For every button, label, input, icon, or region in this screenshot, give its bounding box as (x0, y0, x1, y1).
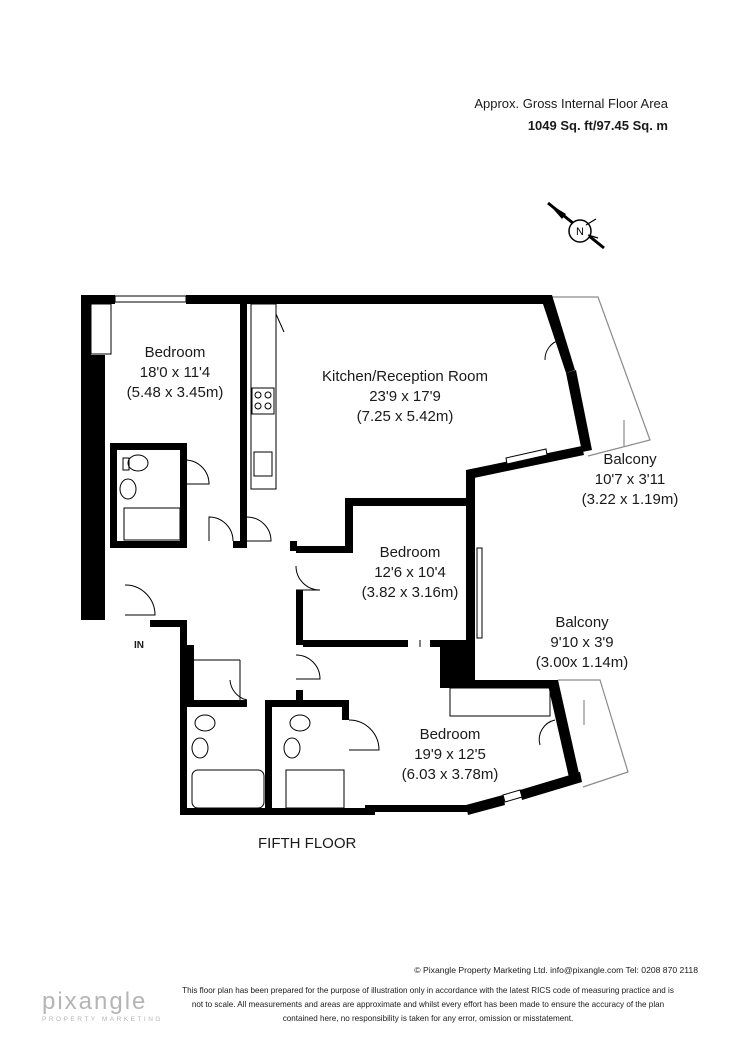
balcony-outline-upper (548, 296, 651, 457)
room-name: Bedroom (419, 726, 481, 743)
room-size-imperial: 18'0 x 11'4 (139, 364, 211, 381)
logo-tagline: PROPERTY MARKETING (42, 1016, 163, 1023)
room-size-metric: (3.00x 1.14m) (535, 654, 629, 671)
doors (124, 339, 561, 751)
room-name: Balcony (603, 451, 657, 468)
room-balcony-1: Balcony 10'7 x 3'11 (3.22 x 1.19m) (570, 450, 690, 510)
room-kitchen-reception: Kitchen/Reception Room 23'9 x 17'9 (7.25… (300, 367, 510, 427)
footer-copyright: © Pixangle Property Marketing Ltd. info@… (414, 965, 698, 975)
bathroom-fixtures (90, 303, 551, 809)
walls (81, 295, 592, 815)
entrance-label: IN (134, 640, 144, 651)
balcony-outline-lower (558, 679, 629, 788)
room-balcony-2: Balcony 9'10 x 3'9 (3.00x 1.14m) (522, 613, 642, 673)
disclaimer-line-2: not to scale. All measurements and areas… (191, 1000, 665, 1009)
room-size-imperial: 23'9 x 17'9 (369, 388, 441, 405)
room-size-imperial: 12'6 x 10'4 (374, 564, 446, 581)
room-name: Kitchen/Reception Room (322, 368, 488, 385)
windows (114, 295, 548, 803)
room-size-metric: (3.82 x 3.16m) (361, 584, 459, 601)
room-name: Bedroom (144, 344, 206, 361)
room-size-imperial: 9'10 x 3'9 (550, 634, 614, 651)
room-size-imperial: 19'9 x 12'5 (414, 746, 486, 763)
pixangle-logo: pixangle PROPERTY MARKETING (42, 988, 163, 1024)
room-bedroom-1: Bedroom 18'0 x 11'4 (5.48 x 3.45m) (120, 343, 230, 403)
room-size-metric: (6.03 x 3.78m) (401, 766, 499, 783)
room-size-metric: (5.48 x 3.45m) (126, 384, 224, 401)
floor-area-block: Approx. Gross Internal Floor Area 1049 S… (474, 93, 668, 137)
room-size-imperial: 10'7 x 3'11 (594, 471, 666, 488)
disclaimer-line-3: contained here, no responsibility is tak… (282, 1014, 574, 1023)
room-size-metric: (3.22 x 1.19m) (581, 491, 679, 508)
room-name: Balcony (555, 614, 609, 631)
floor-label: FIFTH FLOOR (258, 835, 357, 852)
compass-letter: N (576, 226, 584, 238)
logo-name: pixangle (42, 988, 148, 1015)
room-size-metric: (7.25 x 5.42m) (356, 408, 454, 425)
room-bedroom-3: Bedroom 19'9 x 12'5 (6.03 x 3.78m) (390, 725, 510, 785)
footer-disclaimer: This floor plan has been prepared for th… (158, 984, 698, 1026)
floor-area-value: 1049 Sq. ft/97.45 Sq. m (527, 118, 668, 133)
compass-icon (547, 201, 605, 250)
floor-area-label: Approx. Gross Internal Floor Area (474, 96, 668, 111)
kitchen-units (250, 303, 285, 490)
room-bedroom-2: Bedroom 12'6 x 10'4 (3.82 x 3.16m) (350, 543, 470, 603)
disclaimer-line-1: This floor plan has been prepared for th… (182, 986, 674, 995)
room-name: Bedroom (379, 544, 441, 561)
